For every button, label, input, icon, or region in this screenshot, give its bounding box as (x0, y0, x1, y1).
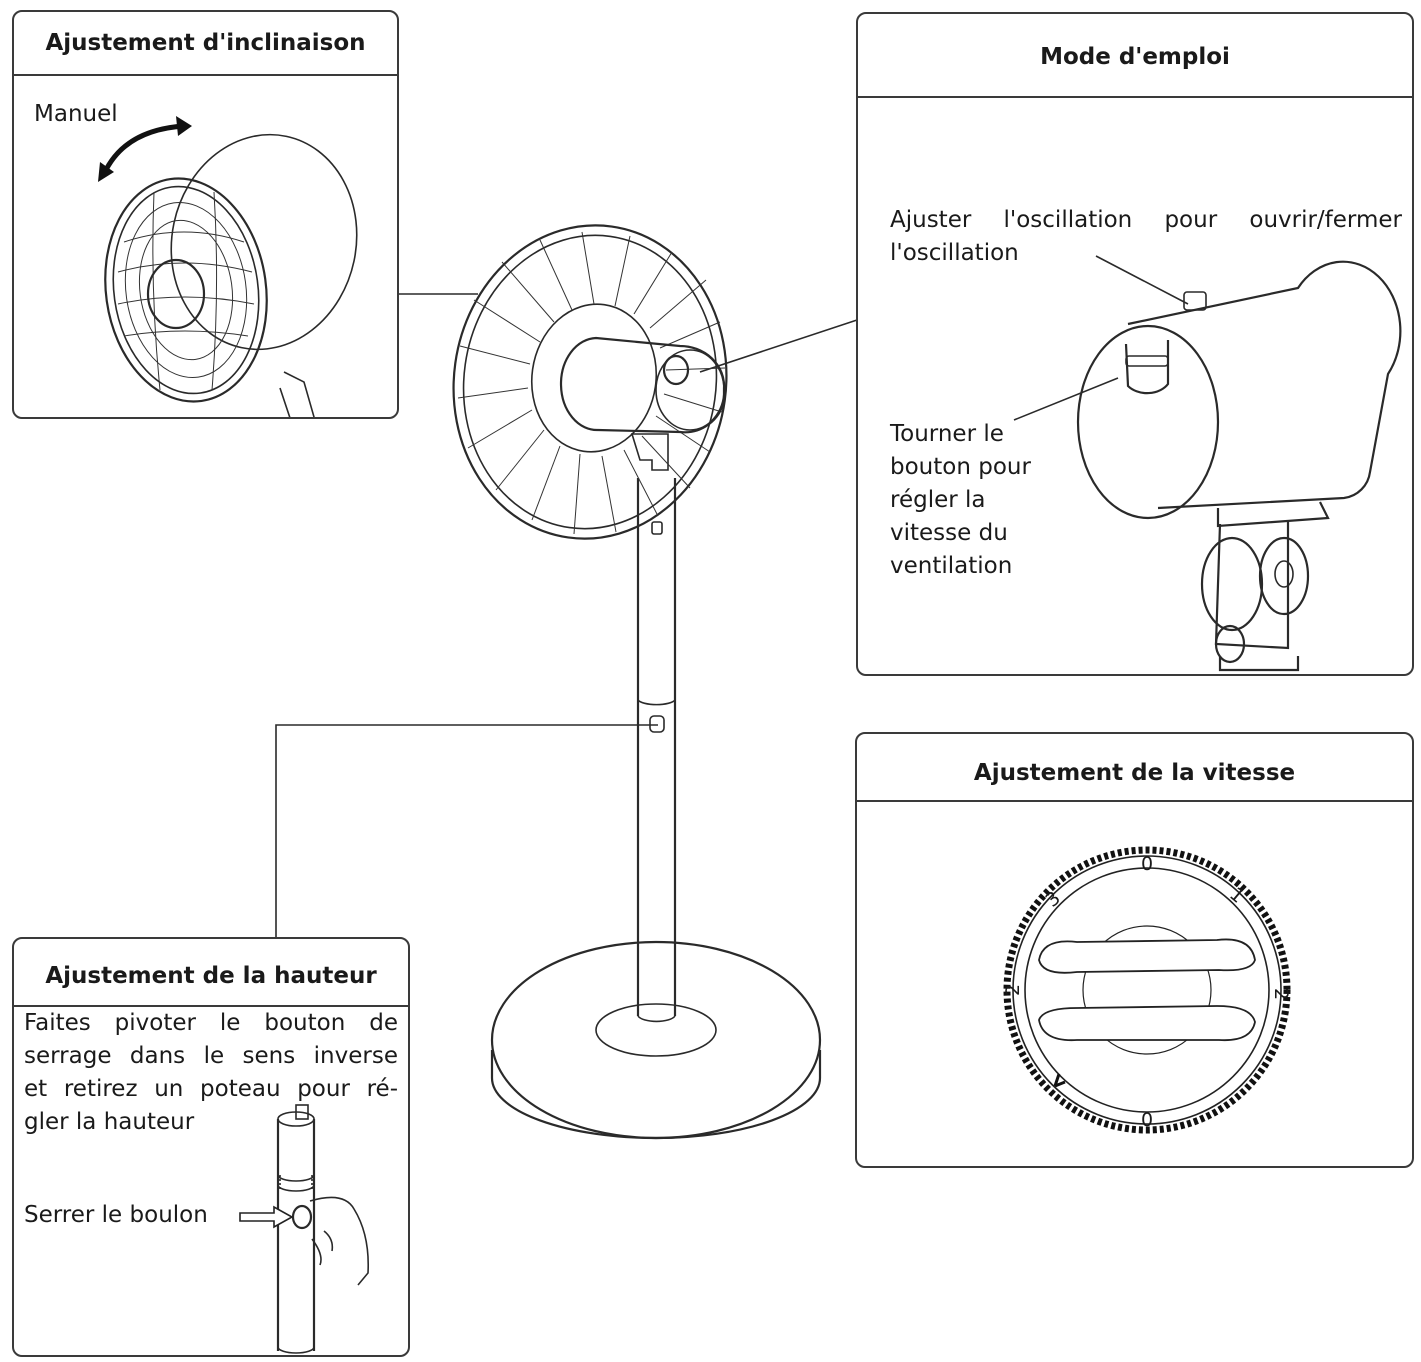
height-adjustment-panel: Ajustement de la hauteur Faites pivoter … (12, 937, 410, 1357)
height-instruction-line1: Faites pivoter le bouton de (24, 1010, 398, 1036)
dial-number-top-0: 0 (1141, 853, 1153, 875)
manual-label: Manuel (34, 101, 118, 127)
oscillation-instruction-line2: l'oscillation (890, 240, 1019, 266)
pole-with-hand-illustration (276, 1104, 370, 1354)
dial-number-1: 1 (1225, 883, 1248, 908)
height-instruction-line3: et retirez un poteau pour ré- (24, 1076, 398, 1102)
fan-pole (630, 433, 677, 1023)
knob-instruction-line4: vitesse du (890, 520, 1008, 546)
knob-instruction-line3: régler la (890, 487, 986, 513)
height-instruction-line4: gler la hauteur (24, 1109, 195, 1135)
motor-housing-illustration (1013, 255, 1402, 672)
dial-number-bottom-0: 0 (1141, 1109, 1153, 1131)
usage-panel-title: Mode d'emploi (858, 14, 1412, 98)
oscillation-instruction-line1: Ajuster l'oscillation pour ouvrir/fermer (890, 207, 1402, 233)
knob-instruction-line5: ventilation (890, 553, 1013, 579)
knob-instruction-line2: bouton pour (890, 454, 1031, 480)
fan-base (490, 940, 822, 1140)
dial-number-right-2: 2 (1270, 988, 1292, 1000)
tilted-fan-head-illustration (104, 133, 358, 417)
leader-line-height (275, 724, 658, 938)
knob-instruction-line1: Tourner le (890, 421, 1004, 447)
height-panel-title: Ajustement de la hauteur (14, 939, 408, 1007)
speed-panel-title: Ajustement de la vitesse (857, 734, 1412, 802)
curved-double-arrow-icon (98, 116, 192, 182)
dial-number-3: 3 (1041, 887, 1064, 912)
fan-head (452, 224, 728, 540)
speed-dial-illustration[interactable]: 0 1 2 0 2 3 (997, 842, 1297, 1142)
bolt-label: Serrer le boulon (24, 1202, 208, 1228)
dial-number-left-2: 2 (1002, 984, 1024, 996)
height-instruction-line2: serrage dans le sens inverse (24, 1043, 398, 1069)
pointing-arrow-icon (239, 1205, 294, 1229)
usage-panel: Mode d'emploi Ajuster l'oscillation pour… (856, 12, 1414, 676)
tilt-panel-title: Ajustement d'inclinaison (14, 12, 397, 76)
tilt-adjustment-panel: Ajustement d'inclinaison Manuel (12, 10, 399, 419)
speed-adjustment-panel: Ajustement de la vitesse 0 1 2 0 2 3 (855, 732, 1414, 1168)
